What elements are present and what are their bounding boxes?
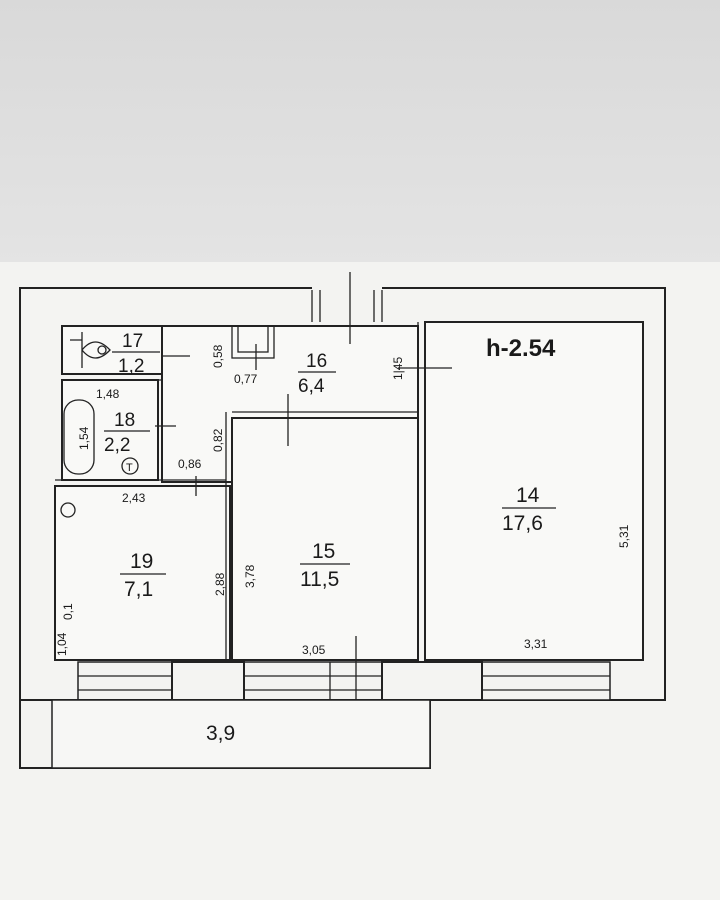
bottom-window-band xyxy=(77,661,611,701)
room-19-number: 19 xyxy=(130,550,153,573)
room-18-number: 18 xyxy=(114,410,135,431)
dim-0-82: 0,82 xyxy=(211,428,225,452)
top-window-gap xyxy=(312,280,382,320)
room-17 xyxy=(61,325,163,375)
room-15 xyxy=(231,417,419,661)
room-14-area: 17,6 xyxy=(502,512,543,535)
dim-2-43: 2,43 xyxy=(122,491,146,505)
balcony-width: 3,9 xyxy=(206,722,235,745)
dim-0-77: 0,77 xyxy=(234,372,258,386)
dim-5-31: 5,31 xyxy=(617,524,631,548)
dim-0-58: 0,58 xyxy=(211,344,225,368)
dim-1-04: 1,04 xyxy=(55,632,69,656)
dim-1-54: 1,54 xyxy=(77,426,91,450)
dim-0-1: 0,1 xyxy=(61,603,75,620)
room-15-area: 11,5 xyxy=(300,568,339,591)
room-14-number: 14 xyxy=(516,484,540,507)
dim-3-78: 3,78 xyxy=(243,564,257,588)
sink-fixture-19 xyxy=(60,502,76,518)
dim-3-31: 3,31 xyxy=(524,637,548,651)
svg-text:T: T xyxy=(126,462,133,474)
room-16-area: 6,4 xyxy=(298,376,325,397)
left-wall-notch xyxy=(0,660,18,770)
sink-fixture xyxy=(121,457,139,475)
room-16-number: 16 xyxy=(306,351,327,372)
ceiling-height-label: h-2.54 xyxy=(486,335,556,362)
room-17-number: 17 xyxy=(122,331,143,352)
dim-3-05: 3,05 xyxy=(302,643,326,657)
room-19 xyxy=(54,485,231,661)
room-18 xyxy=(61,379,159,481)
room-15-number: 15 xyxy=(312,540,335,563)
room-17-area: 1,2 xyxy=(118,356,144,377)
dim-1-45: 1|45 xyxy=(391,357,405,380)
bathtub-fixture xyxy=(63,399,95,475)
dim-2-88: 2,88 xyxy=(213,572,227,596)
room-14 xyxy=(424,321,644,661)
room-18-area: 2,2 xyxy=(104,435,130,456)
dim-0-86: 0,86 xyxy=(178,457,202,471)
toilet-fixture xyxy=(70,332,111,368)
room-19-area: 7,1 xyxy=(124,578,153,601)
dim-1-48: 1,48 xyxy=(96,387,120,401)
